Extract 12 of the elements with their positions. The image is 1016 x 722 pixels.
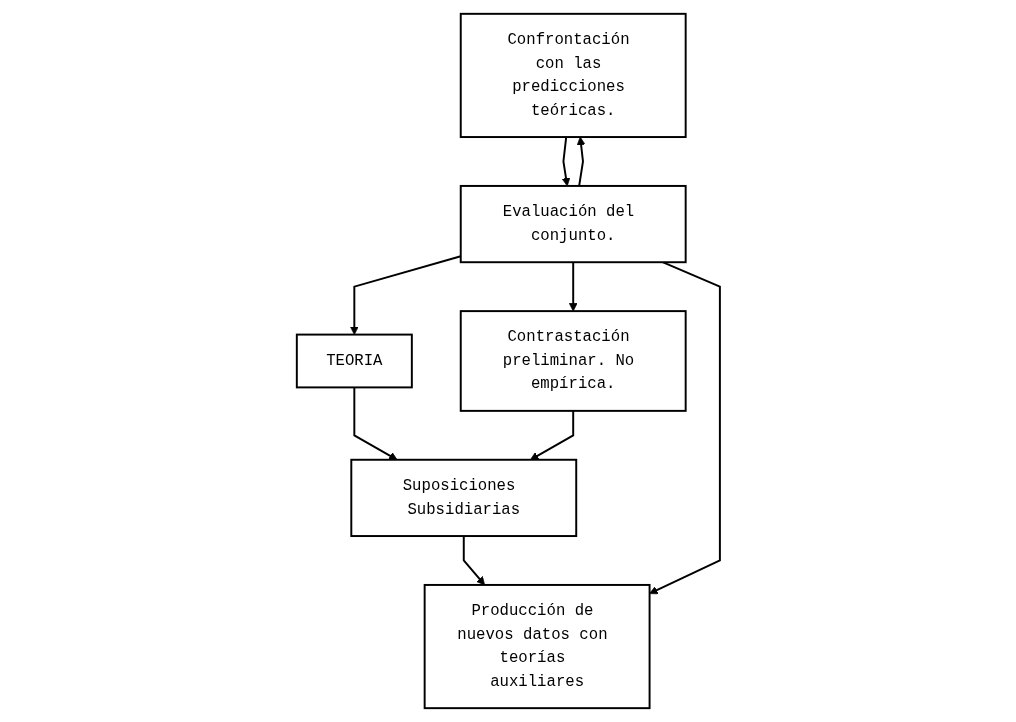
arrow (353, 386, 398, 461)
arrow (568, 261, 578, 312)
node-box: Contrastación preliminar. No empírica. (459, 310, 687, 412)
node-box: Evaluación del conjunto. (459, 184, 687, 264)
node-box: Suposiciones Subsidiarias (349, 458, 577, 537)
arrow (462, 535, 485, 586)
arrow (561, 136, 570, 187)
arrow (576, 136, 585, 187)
node-box: Confrontación con las predicciones teóricas. (459, 12, 687, 138)
node-box: TEORIA (295, 333, 413, 389)
arrow (529, 409, 574, 461)
node-box: Producción de nuevos datos con teorías auxiliares (423, 583, 651, 710)
